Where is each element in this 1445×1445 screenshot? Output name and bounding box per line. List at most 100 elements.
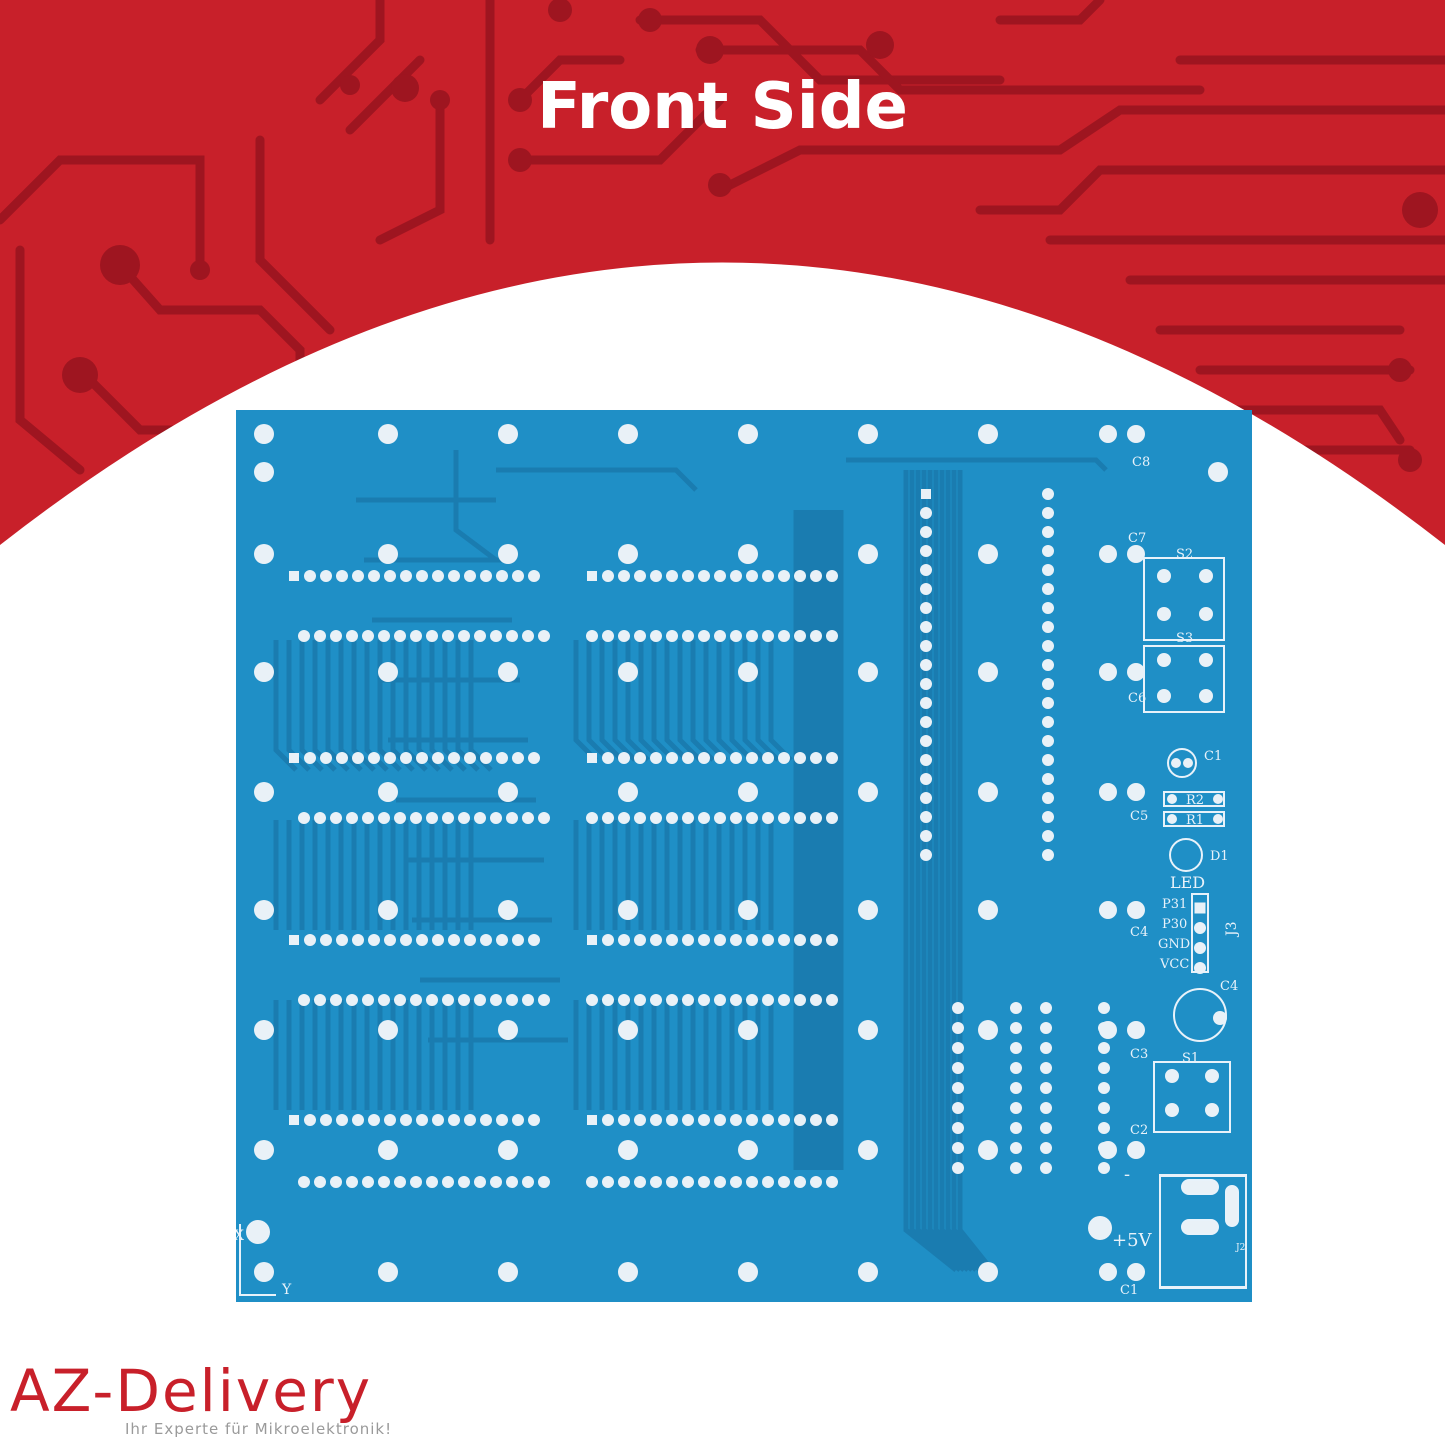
- ic-pin: [368, 1114, 380, 1126]
- test-hole: [498, 662, 518, 682]
- pcb-trace: [299, 640, 324, 772]
- ic-pin: [416, 752, 428, 764]
- mcu-pin: [1042, 488, 1054, 500]
- test-hole: [858, 1262, 878, 1282]
- ic2-pin: [1040, 1122, 1052, 1134]
- ic-pin: [634, 994, 646, 1006]
- mounting-hole: [1088, 1216, 1112, 1240]
- ic2-pin: [1010, 1022, 1022, 1034]
- ic-pin: [352, 1114, 364, 1126]
- switch-pad: [1199, 607, 1213, 621]
- ic-pin: [506, 630, 518, 642]
- ic2-pin: [1098, 1142, 1110, 1154]
- test-hole: [738, 1262, 758, 1282]
- ic-pin: [746, 1176, 758, 1188]
- ic-pin: [682, 570, 694, 582]
- ic-pin: [682, 1114, 694, 1126]
- ic-pin: [362, 994, 374, 1006]
- ic-pin: [522, 1176, 534, 1188]
- ic-pin: [289, 935, 299, 945]
- ic2-pin: [1040, 1062, 1052, 1074]
- cap-pad: [1127, 663, 1145, 681]
- mcu-pin: [920, 792, 932, 804]
- test-hole: [978, 1140, 998, 1160]
- test-hole: [378, 1140, 398, 1160]
- pcb-trace: [677, 640, 702, 762]
- mcu-pin: [920, 640, 932, 652]
- mcu-pin: [1042, 621, 1054, 633]
- ic-pin: [794, 994, 806, 1006]
- mcu-pin: [1042, 526, 1054, 538]
- ic-pin: [298, 994, 310, 1006]
- pcb-trace: [338, 640, 363, 772]
- ic-pin: [762, 570, 774, 582]
- ic-pin: [368, 570, 380, 582]
- mcu-pin: [920, 545, 932, 557]
- ic-pin: [464, 570, 476, 582]
- res-pin: [1213, 794, 1223, 804]
- ic-pin: [634, 630, 646, 642]
- label-c3: C3: [1130, 1047, 1148, 1062]
- label-p30: P30: [1162, 917, 1187, 932]
- test-hole: [618, 1020, 638, 1040]
- label-r2: R2: [1186, 793, 1204, 808]
- ic-pin: [587, 571, 597, 581]
- pcb-trace: [933, 470, 978, 1272]
- ic2-pin: [1010, 1142, 1022, 1154]
- ic-pin: [394, 994, 406, 1006]
- ic-pin: [400, 1114, 412, 1126]
- mcu-pin: [1042, 849, 1054, 861]
- ic-pin: [378, 812, 390, 824]
- ic-pin: [490, 812, 502, 824]
- ic-pin: [650, 994, 662, 1006]
- cap-pad: [1127, 901, 1145, 919]
- ic2-pin: [1010, 1122, 1022, 1134]
- ic-pin: [458, 994, 470, 1006]
- ic-pin: [304, 1114, 316, 1126]
- ic-pin: [352, 570, 364, 582]
- ic-pin: [586, 630, 598, 642]
- ic-pin: [618, 934, 630, 946]
- ic-pin: [458, 1176, 470, 1188]
- test-hole: [618, 782, 638, 802]
- pcb-trace: [915, 470, 966, 1272]
- cap-pad: [1127, 783, 1145, 801]
- ic2-pin: [952, 1042, 964, 1054]
- ic-pin: [426, 994, 438, 1006]
- mcu-pin: [920, 526, 932, 538]
- ic-pin: [730, 630, 742, 642]
- ic-pin: [587, 753, 597, 763]
- test-hole: [254, 782, 274, 802]
- ic-pin: [458, 812, 470, 824]
- test-hole: [738, 662, 758, 682]
- ic-pin: [810, 630, 822, 642]
- ic-pin: [346, 1176, 358, 1188]
- ic-pin: [762, 752, 774, 764]
- ic-pin: [682, 934, 694, 946]
- ic-pin: [698, 934, 710, 946]
- ic-pin: [496, 752, 508, 764]
- ic-pin: [506, 994, 518, 1006]
- ic-pin: [666, 1114, 678, 1126]
- pcb-trace: [664, 640, 689, 762]
- test-hole: [618, 662, 638, 682]
- pcb-trace: [496, 467, 698, 492]
- ic-pin: [512, 934, 524, 946]
- ic-pin: [426, 630, 438, 642]
- ic-pin: [522, 630, 534, 642]
- ic-pin: [400, 934, 412, 946]
- res-pin: [1167, 794, 1177, 804]
- ic2-pin: [1010, 1102, 1022, 1114]
- ic-pin: [618, 1114, 630, 1126]
- ic-pin: [432, 570, 444, 582]
- ic-pin: [618, 1176, 630, 1188]
- ic-pin: [730, 752, 742, 764]
- ic-pin: [410, 630, 422, 642]
- mcu-pin: [1042, 545, 1054, 557]
- ic-pin: [480, 1114, 492, 1126]
- ic-pin: [634, 812, 646, 824]
- ic-pin: [602, 570, 614, 582]
- ic-pin: [336, 570, 348, 582]
- switch-pad: [1199, 653, 1213, 667]
- ic-pin: [384, 752, 396, 764]
